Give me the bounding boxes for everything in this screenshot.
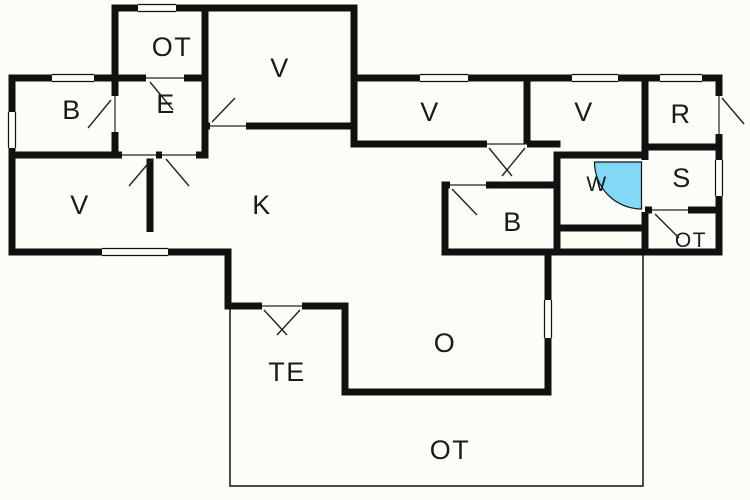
door-s-to-ot [654,213,680,239]
window-bottom-left [102,247,168,257]
room-label-r: R [671,99,692,129]
door-hall-to-vleft [128,158,153,187]
room-label-ot-bottom: OT [430,435,471,465]
door-hall-to-vmid-b [501,147,526,177]
door-e-to-b [87,99,112,129]
room-label-w: W [586,173,607,196]
window-vmid-top [420,73,468,83]
door-swing-arcs [593,161,643,210]
terrace-outline [229,255,644,487]
door-swings [87,81,745,336]
room-label-v-mid: V [420,97,440,127]
room-label-te: TE [268,357,306,387]
door-hall-to-vmid-a [488,147,513,177]
w-door-swing-arc [593,161,643,210]
door-te-b [276,309,301,336]
door-te-a [263,309,288,336]
room-label-v-top: V [270,53,290,83]
windows [7,3,724,338]
room-labels: OT V B E V K V V R S W B OT TE O OT [62,32,707,465]
room-label-v-left: V [70,190,90,220]
window-ot-top [138,3,176,13]
door-e-to-k [165,158,190,187]
walls [8,4,723,396]
room-label-s: S [672,163,692,193]
room-label-b-left: B [62,95,82,125]
window-left-wall [7,112,17,148]
room-label-o: O [434,328,457,358]
window-r-top [660,73,702,83]
wall-top-protrusion [111,4,358,159]
room-label-e: E [156,89,176,119]
room-label-k: K [252,190,272,220]
door-thresholds [114,77,720,307]
room-label-v-right: V [574,97,594,127]
window-s-right [714,160,724,196]
door-r-exterior [721,97,745,125]
door-k-to-vtop [211,97,236,123]
window-vright-top [572,73,618,83]
door-to-b-right [451,188,478,216]
door-ot-to-e [149,81,174,111]
window-b-top [52,73,94,83]
room-label-b-right: B [503,207,523,237]
room-label-ot-top: OT [152,32,193,62]
room-label-ot-right: OT [675,229,707,252]
window-o-right [543,300,553,338]
